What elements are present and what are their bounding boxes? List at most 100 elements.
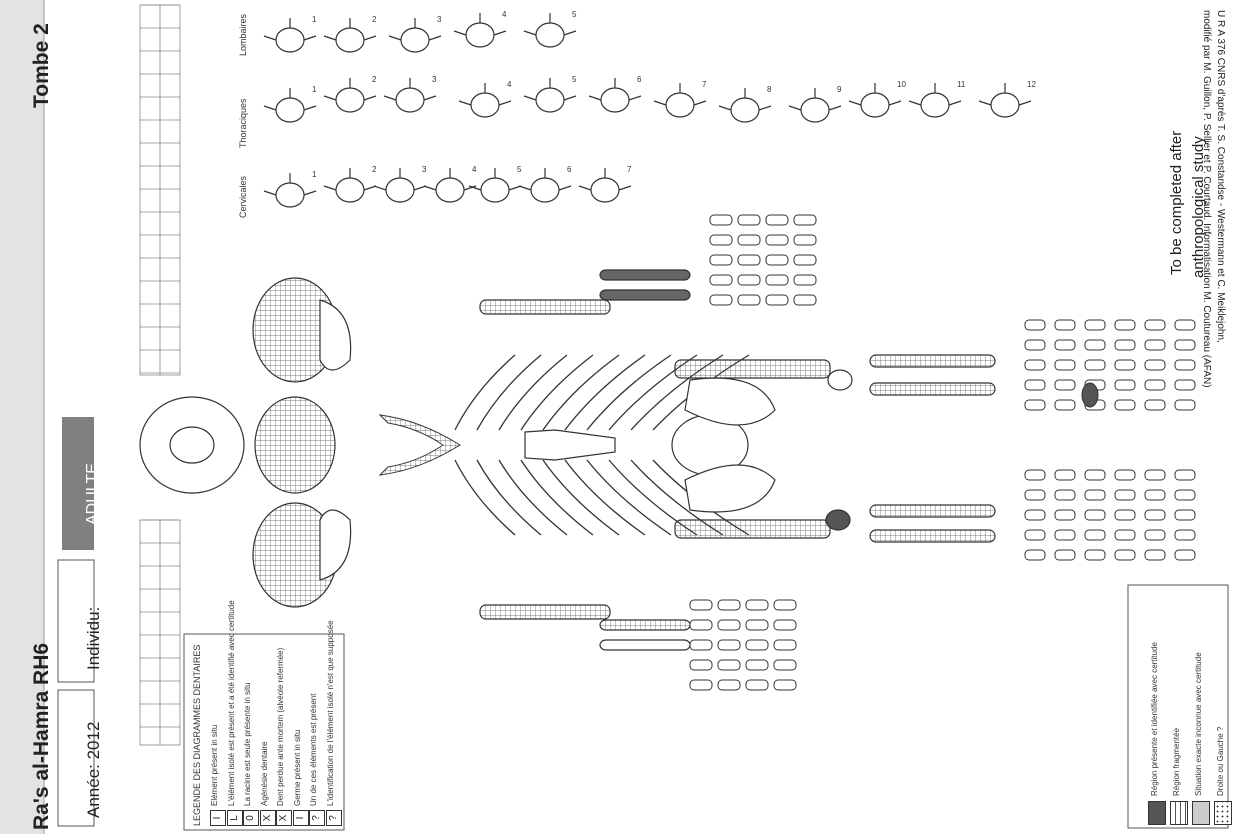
long-bone: [675, 520, 830, 538]
small-bone: [774, 640, 796, 650]
small-bone: [1085, 490, 1105, 500]
small-bone: [1145, 360, 1165, 370]
small-bone: [1085, 530, 1105, 540]
small-bone: [794, 295, 816, 305]
small-bone: [766, 235, 788, 245]
legend-text: Agénésie dentaire: [260, 742, 269, 807]
small-bone: [690, 660, 712, 670]
small-bone: [1145, 380, 1165, 390]
vertebra: 4: [459, 80, 512, 117]
small-bone: [1115, 510, 1135, 520]
vertebra-number: 1: [312, 170, 317, 179]
small-bone: [1115, 380, 1135, 390]
small-bone: [1145, 340, 1165, 350]
region-swatch: [1170, 801, 1188, 825]
note-line2: anthropological study: [1190, 136, 1207, 278]
legend-text: L'élément isolé est présent et a été ide…: [227, 600, 236, 806]
small-bone: [718, 680, 740, 690]
small-bone: [1175, 470, 1195, 480]
vertebra-number: 2: [372, 165, 377, 174]
tomb-label: Tombe 2: [30, 23, 54, 108]
small-bone: [690, 680, 712, 690]
vertebra: 7: [654, 80, 707, 117]
small-bone: [1025, 360, 1045, 370]
vertebra: 9: [789, 85, 842, 122]
vertebra: 11: [909, 80, 966, 117]
year-label: Année: 2012: [84, 722, 104, 818]
vertebra-number: 8: [767, 85, 772, 94]
vertebra: 3: [384, 75, 437, 112]
legend-text: L'identification de l'élément isolé n'es…: [326, 620, 335, 806]
long-bone: [870, 383, 995, 395]
small-bone: [1115, 530, 1135, 540]
vertebra-number: 5: [572, 10, 577, 19]
legend-symbol: ?: [326, 810, 342, 826]
legend-text: Un de ces éléments est présent: [309, 693, 318, 806]
small-bone: [1055, 380, 1075, 390]
small-bone: [1025, 530, 1045, 540]
small-bone: [746, 680, 768, 690]
small-bone: [1145, 400, 1165, 410]
small-bone: [1175, 380, 1195, 390]
small-bone: [1145, 550, 1165, 560]
vertebra: 6: [589, 75, 642, 112]
small-bone: [1115, 360, 1135, 370]
vertebra-number: 2: [372, 75, 377, 84]
cervical-label: Cervicales: [238, 176, 248, 218]
long-bone: [600, 290, 690, 300]
small-bone: [1115, 490, 1135, 500]
vertebra-number: 2: [372, 15, 377, 24]
vertebra-number: 5: [517, 165, 522, 174]
small-bone: [766, 215, 788, 225]
vertebra-number: 11: [957, 80, 966, 89]
small-bone: [710, 295, 732, 305]
small-bone: [1145, 530, 1165, 540]
small-bone: [1145, 320, 1165, 330]
individual-label[interactable]: Individu:: [84, 607, 104, 670]
small-bone: [1055, 550, 1075, 560]
vertebra-number: 3: [437, 15, 442, 24]
small-bone: [1025, 380, 1045, 390]
sternum-and-pelvis: [525, 378, 775, 512]
site-title: Ra's al-Hamra RH6: [30, 643, 54, 830]
small-bone: [774, 620, 796, 630]
small-bone: [1175, 530, 1195, 540]
small-bone: [690, 620, 712, 630]
dental-grid-upper: [140, 5, 180, 375]
small-bone: [1055, 340, 1075, 350]
legend-symbol: X: [260, 810, 276, 826]
vertebra: 2: [324, 165, 377, 202]
small-bone: [794, 275, 816, 285]
small-bone: [1175, 360, 1195, 370]
thoracic-label: Thoraciques: [238, 98, 248, 148]
legend-symbol: L: [227, 810, 243, 826]
small-bone: [1085, 550, 1105, 560]
small-bone: [738, 235, 760, 245]
long-bone: [600, 640, 690, 650]
small-bone: [1115, 470, 1135, 480]
small-bone: [1145, 470, 1165, 480]
vertebra-number: 5: [572, 75, 577, 84]
vertebra: 4: [424, 165, 477, 202]
small-bone: [1085, 360, 1105, 370]
small-bone: [710, 275, 732, 285]
small-bone: [1055, 360, 1075, 370]
small-bone: [766, 295, 788, 305]
small-bone: [1115, 550, 1135, 560]
vertebra-number: 4: [502, 10, 507, 19]
legend-symbol: ?: [309, 810, 325, 826]
small-bone: [746, 640, 768, 650]
long-bone: [480, 300, 610, 314]
vertebra: 5: [469, 165, 522, 202]
vertebra: 7: [579, 165, 632, 202]
small-bone: [710, 235, 732, 245]
legend-text: Dent perdue ante mortem (alvéole refermé…: [276, 648, 285, 806]
small-bone: [1025, 320, 1045, 330]
small-bone: [1085, 320, 1105, 330]
vertebra: 12: [979, 80, 1036, 117]
small-bone: [1055, 400, 1075, 410]
vertebra-number: 1: [312, 15, 317, 24]
long-bone: [870, 355, 995, 367]
legend-text: Germe présent in situ: [293, 730, 302, 806]
